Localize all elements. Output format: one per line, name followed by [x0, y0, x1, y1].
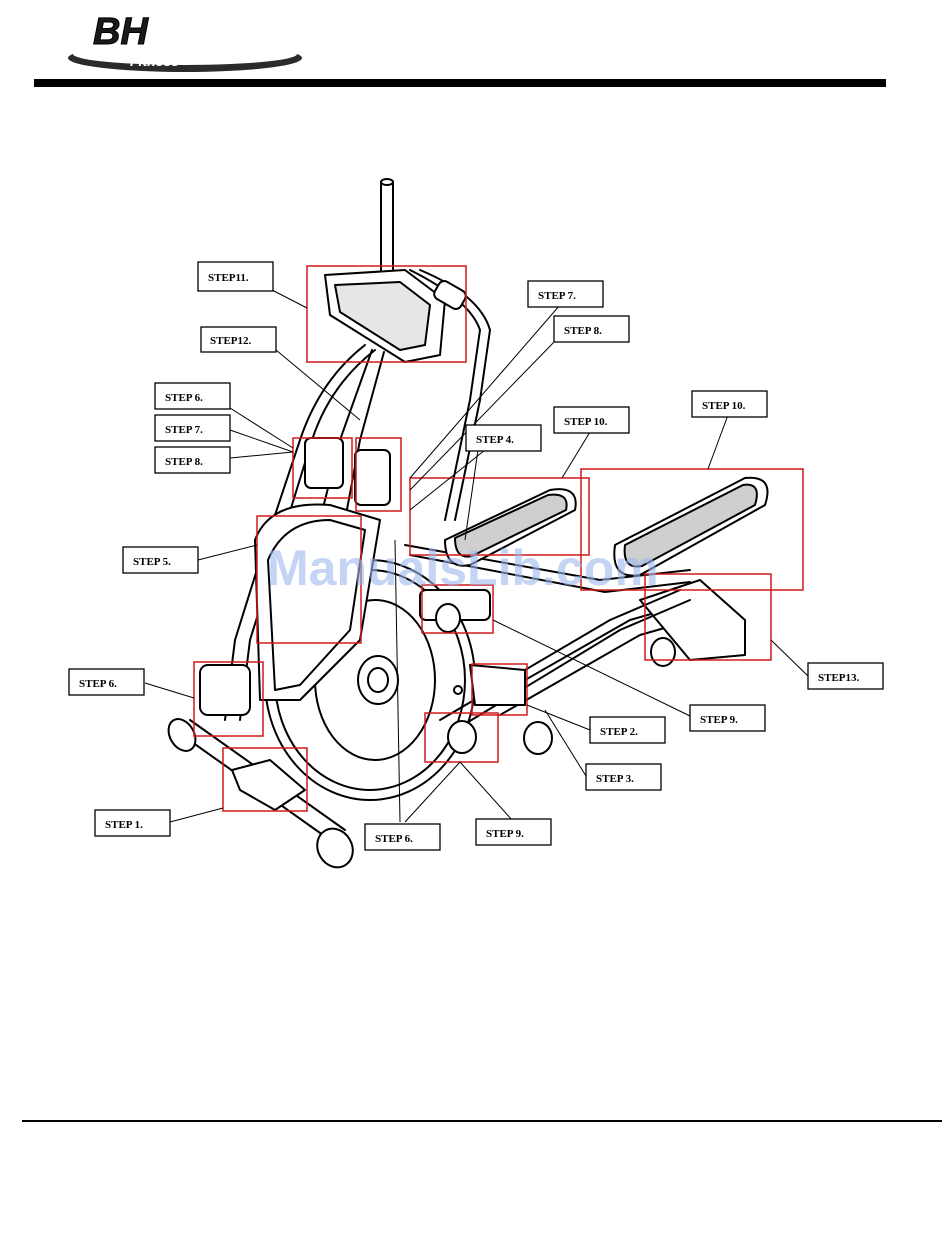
- step-label-step5: STEP 5.: [123, 547, 198, 573]
- step-label-step2: STEP 2.: [590, 717, 665, 743]
- step-label-step9-bottom: STEP 9.: [476, 819, 551, 845]
- step10-a-text: STEP 10.: [564, 416, 608, 428]
- step-label-step4: STEP 4.: [466, 425, 541, 451]
- step-label-step10-a: STEP 10.: [554, 407, 629, 433]
- step9-bottom-text: STEP 9.: [486, 828, 524, 840]
- step9-right-text: STEP 9.: [700, 714, 738, 726]
- step-label-step9-right: STEP 9.: [690, 705, 765, 731]
- step-label-step12: STEP12.: [201, 327, 276, 352]
- step2-text: STEP 2.: [600, 726, 638, 738]
- step8-top-text: STEP 8.: [564, 325, 602, 337]
- step13-text: STEP13.: [818, 672, 860, 684]
- watermark-text: ManualsLib.com: [267, 540, 659, 596]
- step7-top-text: STEP 7.: [538, 290, 576, 302]
- step-label-step10-b: STEP 10.: [692, 391, 767, 417]
- step7-left-text: STEP 7.: [165, 424, 203, 436]
- footer-rule: [22, 1120, 942, 1122]
- step8-left-text: STEP 8.: [165, 456, 203, 468]
- step5-text: STEP 5.: [133, 556, 171, 568]
- step4-text: STEP 4.: [476, 434, 514, 446]
- step6-left-text: STEP 6.: [165, 392, 203, 404]
- step-label-step7-top: STEP 7.: [528, 281, 603, 307]
- step-label-step13: STEP13.: [808, 663, 883, 689]
- step12-text: STEP12.: [210, 335, 252, 347]
- step1-text: STEP 1.: [105, 819, 143, 831]
- step10-b-text: STEP 10.: [702, 400, 746, 412]
- step-label-step7-left: STEP 7.: [155, 415, 230, 441]
- step3-text: STEP 3.: [596, 773, 634, 785]
- step-label-step1: STEP 1.: [95, 810, 170, 836]
- step6-bottom-text: STEP 6.: [375, 833, 413, 845]
- step-label-step11: STEP11.: [198, 262, 273, 291]
- step-label-step6-mid: STEP 6.: [69, 669, 144, 695]
- step-label-step6-left: STEP 6.: [155, 383, 230, 409]
- step-label-step3: STEP 3.: [586, 764, 661, 790]
- step11-text: STEP11.: [208, 272, 249, 284]
- step-label-step8-top: STEP 8.: [554, 316, 629, 342]
- step6-mid-text: STEP 6.: [79, 678, 117, 690]
- step-label-step6-bottom: STEP 6.: [365, 824, 440, 850]
- step-label-step8-left: STEP 8.: [155, 447, 230, 473]
